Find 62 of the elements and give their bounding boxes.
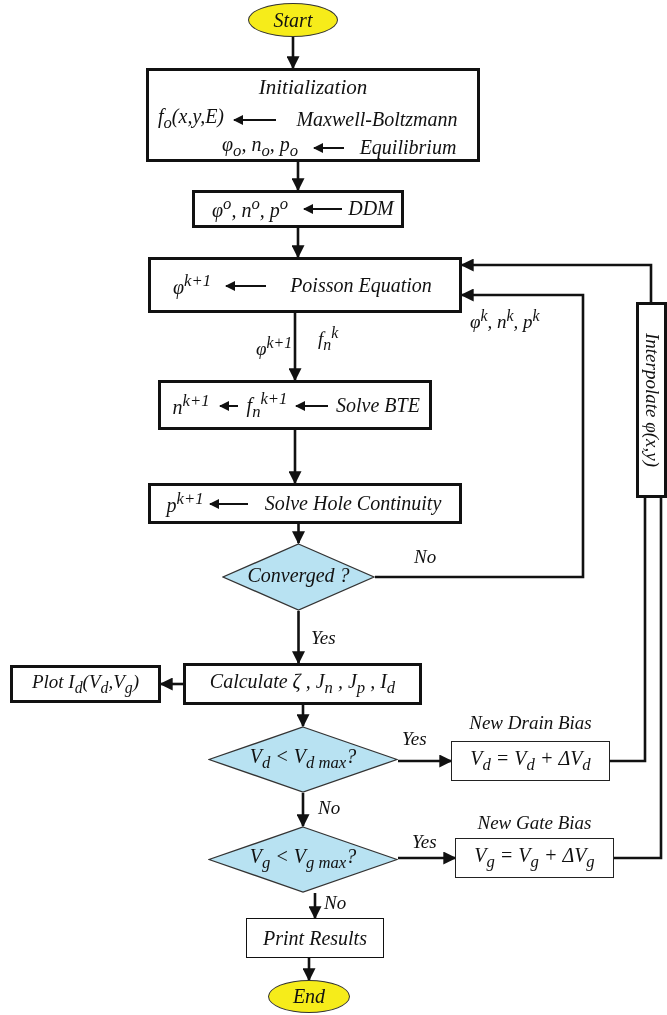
arrow (308, 893, 322, 920)
arrow (295, 401, 329, 411)
arrow (233, 115, 277, 125)
decision-text: V$_{g}$ < V$_{g max}$? (249, 844, 357, 873)
arrow (288, 313, 302, 382)
process-box: Print Results (246, 918, 384, 958)
formula-text: f$_{o}$(x,y,E) (150, 105, 232, 133)
formula-text: Solve BTE (330, 391, 426, 419)
arrow (375, 288, 585, 579)
arrow (398, 754, 453, 768)
process-box (148, 483, 462, 524)
decision-text: V$_{d}$ < V$_{d max}$? (249, 744, 357, 773)
box-heading: New Drain Bias (468, 712, 593, 734)
edge-label: φ$^{k+1}$ (256, 334, 293, 361)
formula-text: DDM (344, 194, 398, 222)
arrow (291, 228, 305, 259)
arrow (313, 143, 345, 153)
decision-text: Converged ? (247, 564, 350, 588)
process-box (148, 257, 462, 313)
arrow (292, 611, 305, 665)
arrow (296, 705, 310, 728)
arrow (303, 204, 343, 214)
process-box: V$_{d}$ = V$_{d}$ + ΔV$_{d}$ (451, 741, 610, 781)
formula-text: p$^{k+1}$ (162, 488, 208, 518)
arrow (291, 162, 305, 192)
formula-text: n$^{k+1}$ (164, 389, 218, 421)
box-heading: New Gate Bias (476, 812, 593, 834)
arrow (296, 793, 310, 828)
formula-text: Equilibrium (346, 134, 470, 160)
formula-text: Poisson Equation (268, 271, 454, 299)
process-box (192, 190, 404, 228)
arrow (288, 430, 302, 485)
arrow (460, 258, 653, 302)
edge-label: Yes (311, 628, 336, 649)
formula-label: φ$^{k}$, n$^{k}$, p$^{k}$ (470, 307, 540, 334)
process-box (158, 380, 432, 430)
arrow (219, 401, 239, 411)
arrow (398, 851, 457, 865)
edge-label: Yes (402, 729, 427, 750)
process-box: Plot I$_{d}$(V$_{d}$,V$_{g}$) (10, 665, 161, 703)
edge-label: No (414, 547, 437, 568)
edge-label: No (318, 798, 341, 819)
arrow (292, 524, 305, 545)
formula-text: φ$^{k+1}$ (160, 269, 224, 301)
terminal-oval: Start (248, 3, 338, 37)
process-box: Calculate ζ , J$_{n}$ , J$_{p}$ , I$_{d}$ (183, 663, 422, 705)
process-box: Interpolate φ(x,y) (636, 302, 667, 498)
formula-text: Maxwell-Boltzmann (278, 105, 476, 133)
edge-label: Yes (412, 832, 437, 853)
arrow (302, 958, 316, 982)
box-title: Initialization (257, 75, 369, 100)
terminal-oval: End (268, 980, 350, 1013)
arrow (159, 677, 183, 691)
process-box: V$_{g}$ = V$_{g}$ + ΔV$_{g}$ (455, 838, 614, 878)
formula-text: Solve Hole Continuity (250, 489, 456, 517)
edge-label: No (324, 893, 347, 914)
arrow (286, 37, 300, 70)
arrow (225, 281, 267, 291)
arrow (209, 499, 249, 509)
formula-text: φ$_{o}$, n$_{o}$, p$_{o}$ (208, 134, 312, 160)
formula-text: φ$^{o}$, n$^{o}$, p$^{o}$ (198, 194, 302, 222)
process-box (146, 68, 480, 162)
